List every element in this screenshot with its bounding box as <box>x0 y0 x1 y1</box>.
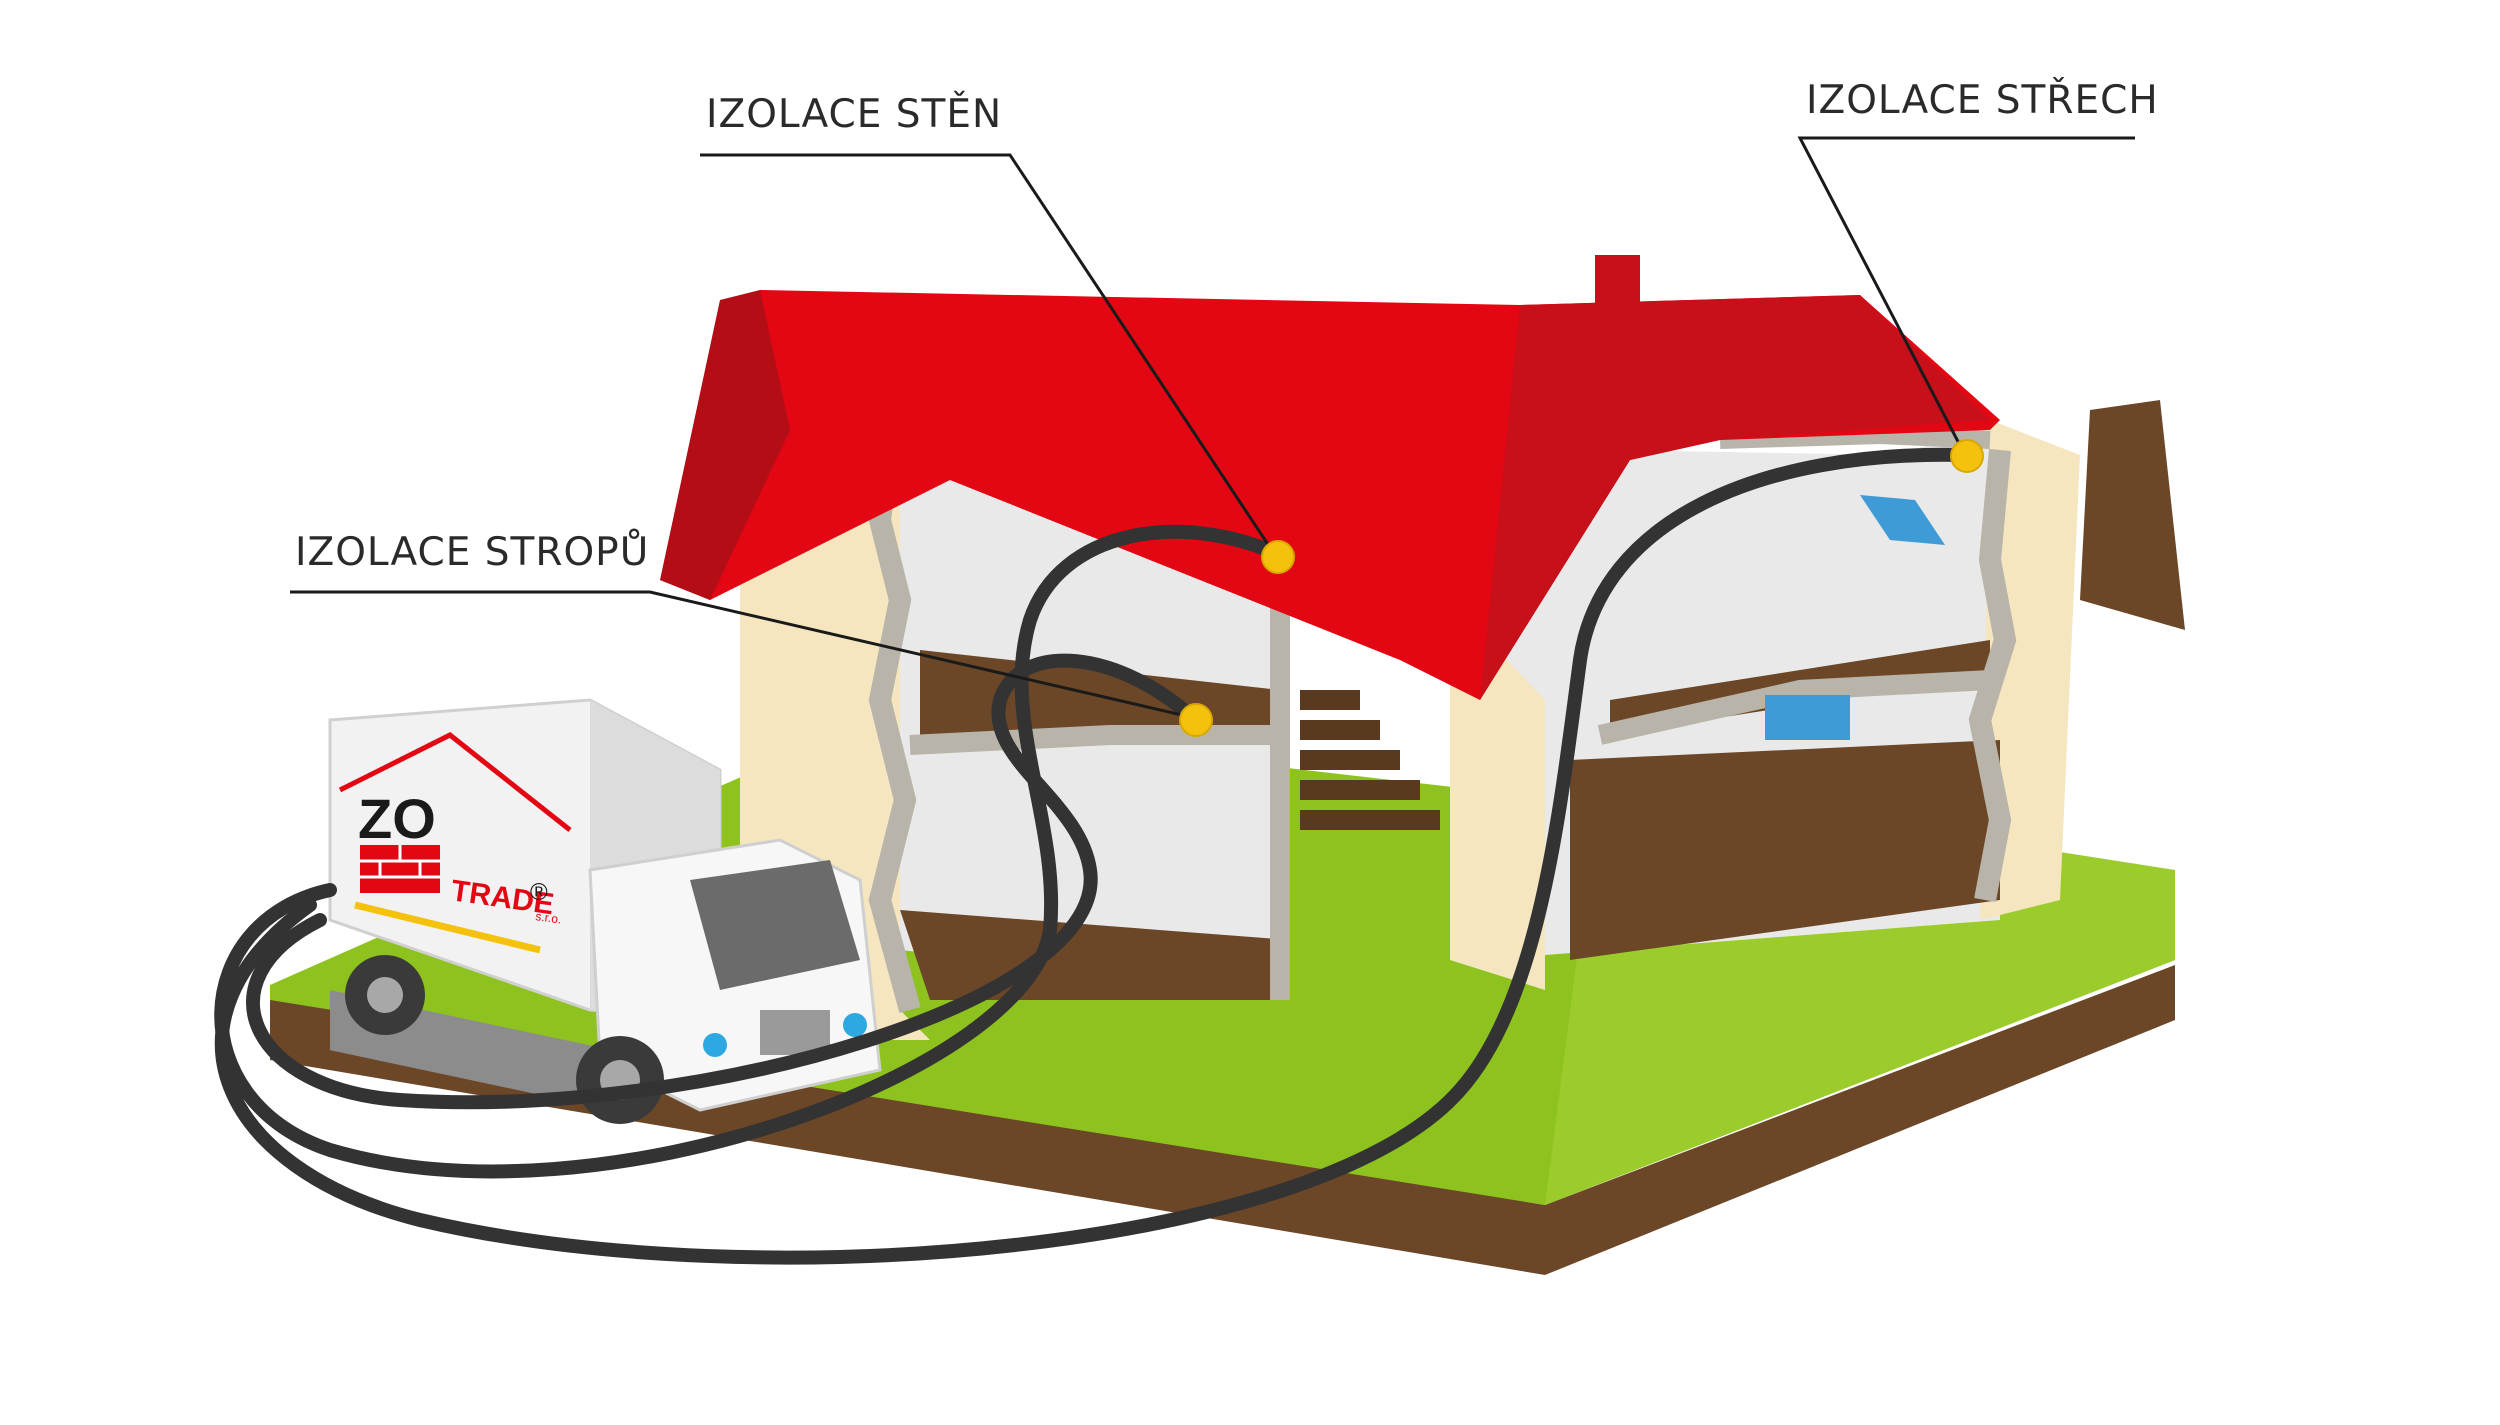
callouts <box>290 136 2135 720</box>
markers <box>1179 439 1984 737</box>
truck-windshield <box>690 860 860 990</box>
truck-headlight-left <box>703 1033 727 1057</box>
truck-wheel-rear <box>345 955 425 1035</box>
logo-yellow-stripe <box>354 901 541 954</box>
insulation-ceiling-left <box>909 725 1280 755</box>
staircase <box>1300 690 1440 830</box>
house <box>740 310 2185 1040</box>
label-roof-insulation: IZOLACE STŘECH <box>1806 78 2159 123</box>
marker-walls <box>1261 540 1295 574</box>
ground-floor-right <box>1570 740 2000 960</box>
chimney <box>1595 255 1640 310</box>
label-ceiling-insulation: IZOLACE STROPŮ <box>295 530 650 575</box>
marker-roofs <box>1950 439 1984 473</box>
hose-to-walls <box>214 524 1287 1179</box>
roof-left-edge <box>660 290 790 600</box>
truck-grille <box>760 1010 830 1055</box>
right-gable <box>2080 400 2185 630</box>
leader-ceilings <box>290 590 1196 720</box>
logo-zo-text: ZO <box>358 787 436 850</box>
truck-headlight-right <box>843 1013 867 1037</box>
logo-roof-outline <box>338 732 572 832</box>
marker-ceilings <box>1179 703 1213 737</box>
label-wall-insulation: IZOLACE STĚN <box>706 92 1003 137</box>
truck: ZO TRADE s.r.o. ® <box>328 698 882 1124</box>
front-pillar <box>1450 600 1545 990</box>
logo-suffix-text: s.r.o. <box>535 909 563 926</box>
leader-roofs <box>1797 136 2135 456</box>
insulation-wall-left <box>868 438 921 1013</box>
window-skylight <box>1860 495 1945 545</box>
leader-walls <box>700 153 1277 556</box>
window-lower <box>1765 695 1850 740</box>
insulation-ceiling-right <box>1597 670 1991 745</box>
truck-wheel-front <box>576 1036 664 1124</box>
soil-side <box>270 965 2175 1275</box>
hose-to-roofs <box>214 447 1972 1265</box>
ground-floor-left <box>900 910 1290 1000</box>
roof-right-shade <box>1480 295 1990 700</box>
insulation-roof-right <box>1719 425 1991 449</box>
insulation-wall-right <box>1968 449 2017 903</box>
logo-registered-mark: ® <box>530 879 548 906</box>
roof <box>660 255 2000 700</box>
